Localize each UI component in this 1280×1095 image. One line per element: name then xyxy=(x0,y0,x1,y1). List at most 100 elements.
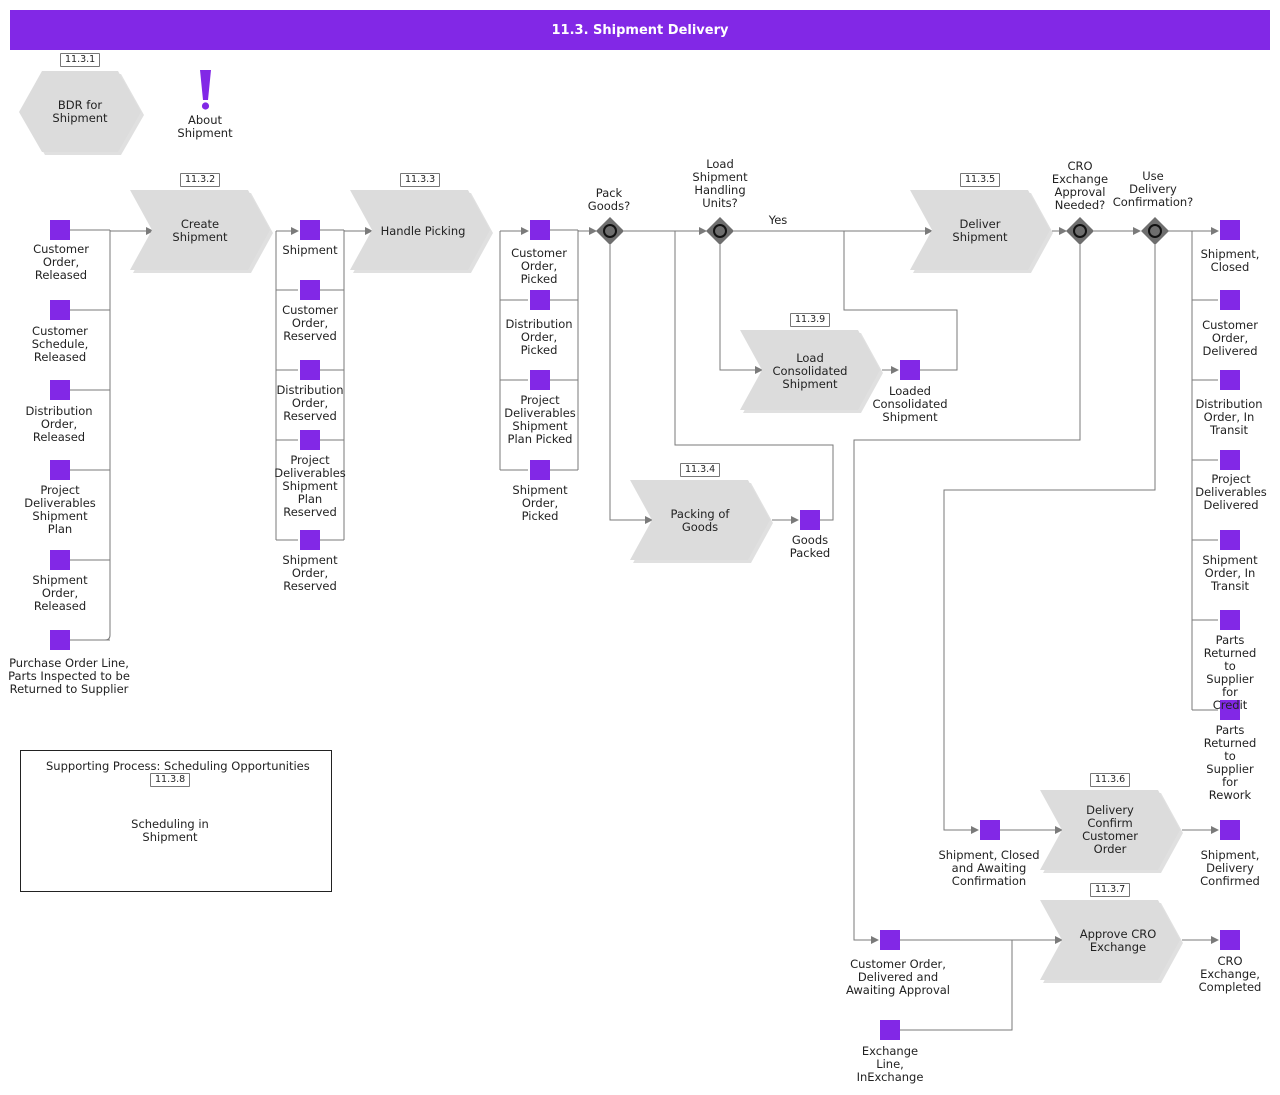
event-awaiting-confirmation[interactable] xyxy=(980,820,1000,840)
event-customer-order-picked[interactable] xyxy=(530,220,550,240)
event-label-shipment-order-released: Shipment Order, Released xyxy=(32,573,88,613)
process-scheduling[interactable]: Scheduling in Shipment xyxy=(131,817,209,844)
event-label-project-plan-reserved: Project Deliverables Shipment Plan Reser… xyxy=(274,453,346,519)
event-label-customer-order-released: Customer Order, Released xyxy=(33,242,89,282)
event-shipment-order-in-transit[interactable] xyxy=(1220,530,1240,550)
event-label-loaded-consolidated: Loaded Consolidated Shipment xyxy=(872,384,948,424)
event-distribution-order-picked[interactable] xyxy=(530,290,550,310)
process-bdr-label[interactable]: BDR for Shipment xyxy=(52,98,108,125)
chevron-approve-cro[interactable] xyxy=(1040,900,1180,980)
event-label-awaiting-approval: Customer Order, Delivered and Awaiting A… xyxy=(845,957,951,997)
event-label-cro-completed: CRO Exchange, Completed xyxy=(1198,954,1262,994)
event-project-plan-reserved[interactable] xyxy=(300,430,320,450)
event-label-customer-order-delivered: Customer Order, Delivered xyxy=(1202,318,1258,358)
event-label-distribution-order-released: Distribution Order, Released xyxy=(25,404,93,444)
event-label-customer-order-picked: Customer Order, Picked xyxy=(511,246,567,286)
process-handle-picking[interactable]: Handle Picking xyxy=(380,223,466,238)
process-id-approve: 11.3.7 xyxy=(1090,883,1130,897)
event-label-shipment-order-picked: Shipment Order, Picked xyxy=(512,483,568,523)
gateway-cro-label: CRO Exchange Approval Needed? xyxy=(1051,159,1109,212)
event-distribution-in-transit[interactable] xyxy=(1220,370,1240,390)
process-id-bdr: 11.3.1 xyxy=(60,53,100,67)
event-shipment-closed[interactable] xyxy=(1220,220,1240,240)
event-label-delivery-confirmed: Shipment, Delivery Confirmed xyxy=(1200,848,1260,888)
gateway-load-hu-label: Load Shipment Handling Units? xyxy=(692,157,748,210)
event-loaded-consolidated[interactable] xyxy=(900,360,920,380)
event-shipment-order-reserved[interactable] xyxy=(300,530,320,550)
event-project-delivered[interactable] xyxy=(1220,450,1240,470)
chevron-load-consolidated[interactable] xyxy=(740,330,880,410)
event-label-shipment: Shipment xyxy=(282,243,338,257)
chevron-delivery-confirm[interactable] xyxy=(1040,790,1180,870)
event-label-exchange-line: Exchange Line, InExchange xyxy=(856,1044,924,1084)
event-cro-completed[interactable] xyxy=(1220,930,1240,950)
event-purchase-order-line[interactable] xyxy=(50,630,70,650)
process-id-scheduling: 11.3.8 xyxy=(150,773,190,787)
event-label-distribution-order-picked: Distribution Order, Picked xyxy=(505,317,573,357)
event-delivery-confirmed[interactable] xyxy=(1220,820,1240,840)
event-label-project-deliverables-plan: Project Deliverables Shipment Plan xyxy=(24,483,96,536)
event-label-parts-rework: Parts Returned to Supplier for Rework xyxy=(1203,723,1257,802)
gateways xyxy=(596,217,1169,245)
connectors xyxy=(70,227,1219,1031)
event-squares xyxy=(50,220,1240,1040)
event-parts-rework[interactable] xyxy=(1220,700,1240,720)
event-distribution-order-reserved[interactable] xyxy=(300,360,320,380)
gateway-pack-goods-label: Pack Goods? xyxy=(587,186,631,213)
process-id-picking: 11.3.3 xyxy=(400,173,440,187)
supporting-process-title: Supporting Process: Scheduling Opportuni… xyxy=(46,759,310,773)
gateway-cro-approval[interactable] xyxy=(1066,217,1094,245)
event-label-project-plan-picked: Project Deliverables Shipment Plan Picke… xyxy=(504,393,576,446)
event-project-deliverables-plan[interactable] xyxy=(50,460,70,480)
event-shipment[interactable] xyxy=(300,220,320,240)
event-goods-packed[interactable] xyxy=(800,510,820,530)
event-distribution-order-released[interactable] xyxy=(50,380,70,400)
event-label-awaiting-confirmation: Shipment, Closed and Awaiting Confirmati… xyxy=(938,848,1040,888)
event-label-shipment-order-in-transit: Shipment Order, In Transit xyxy=(1202,553,1258,593)
event-customer-order-delivered[interactable] xyxy=(1220,290,1240,310)
gateway-use-conf-label: Use Delivery Confirmation? xyxy=(1112,169,1194,209)
event-customer-order-released[interactable] xyxy=(50,220,70,240)
bdr-hexagon[interactable] xyxy=(19,71,141,152)
event-awaiting-approval[interactable] xyxy=(880,930,900,950)
yes-label: Yes xyxy=(768,213,788,227)
event-label-distribution-in-transit: Distribution Order, In Transit xyxy=(1195,397,1263,437)
gateway-load-hu[interactable] xyxy=(706,217,734,245)
process-id-create: 11.3.2 xyxy=(180,173,220,187)
event-label-project-delivered: Project Deliverables Delivered xyxy=(1195,472,1267,512)
event-project-plan-picked[interactable] xyxy=(530,370,550,390)
gateway-use-confirmation[interactable] xyxy=(1141,217,1169,245)
process-deliver-shipment[interactable]: Deliver Shipment xyxy=(952,217,1008,244)
event-label-customer-schedule-released: Customer Schedule, Released xyxy=(31,324,89,364)
process-id-packing: 11.3.4 xyxy=(680,463,720,477)
chevron-deliver-shipment[interactable] xyxy=(910,190,1050,270)
gateway-pack-goods[interactable] xyxy=(596,217,624,245)
about-shipment-label[interactable]: About Shipment xyxy=(177,113,233,140)
event-customer-order-reserved[interactable] xyxy=(300,280,320,300)
chevron-packing-of-goods[interactable] xyxy=(630,480,770,560)
process-id-confirm: 11.3.6 xyxy=(1090,773,1130,787)
process-id-deliver: 11.3.5 xyxy=(960,173,1000,187)
event-exchange-line[interactable] xyxy=(880,1020,900,1040)
page-title: 11.3. Shipment Delivery xyxy=(10,10,1270,50)
process-delivery-confirm[interactable]: Delivery Confirm Customer Order xyxy=(1082,803,1138,856)
process-packing-of-goods[interactable]: Packing of Goods xyxy=(670,507,730,534)
event-label-shipment-order-reserved: Shipment Order, Reserved xyxy=(282,553,338,593)
event-label-distribution-order-reserved: Distribution Order, Reserved xyxy=(276,383,344,423)
process-load-consolidated[interactable]: Load Consolidated Shipment xyxy=(772,350,848,391)
process-create-shipment[interactable]: Create Shipment xyxy=(172,217,228,244)
exclamation-icon[interactable] xyxy=(200,70,211,110)
event-customer-schedule-released[interactable] xyxy=(50,300,70,320)
event-label-customer-order-reserved: Customer Order, Reserved xyxy=(282,303,338,343)
event-label-goods-packed: Goods Packed xyxy=(789,533,831,560)
event-label-parts-credit: Parts Returned to Supplier for Credit xyxy=(1203,633,1257,712)
event-shipment-order-picked[interactable] xyxy=(530,460,550,480)
chevron-create-shipment[interactable] xyxy=(130,190,270,270)
event-shipment-order-released[interactable] xyxy=(50,550,70,570)
process-approve-cro[interactable]: Approve CRO Exchange xyxy=(1079,927,1157,954)
event-label-purchase-order-line: Purchase Order Line, Parts Inspected to … xyxy=(8,656,130,696)
event-parts-credit[interactable] xyxy=(1220,610,1240,630)
event-label-shipment-closed: Shipment, Closed xyxy=(1200,247,1260,274)
process-id-load: 11.3.9 xyxy=(790,313,830,327)
chevron-handle-picking[interactable] xyxy=(350,190,490,270)
